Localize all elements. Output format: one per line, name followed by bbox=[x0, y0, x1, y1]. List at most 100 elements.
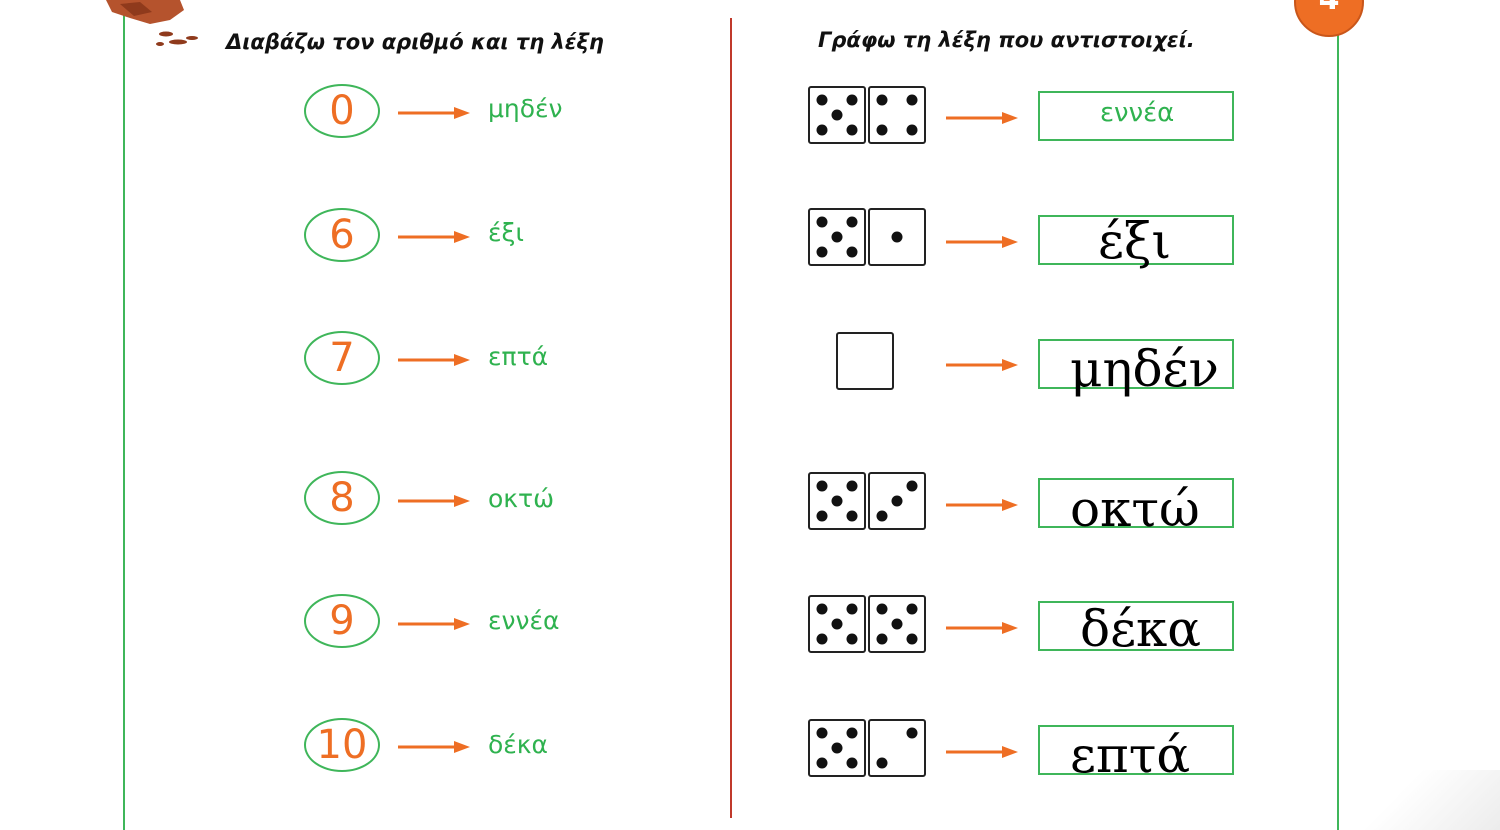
domino-pip bbox=[816, 633, 828, 645]
answer-handwritten: μηδέν bbox=[1070, 340, 1219, 398]
domino-pip bbox=[891, 231, 903, 243]
domino bbox=[808, 595, 926, 653]
domino-pip bbox=[846, 510, 858, 522]
number-word: έξι bbox=[488, 218, 524, 247]
domino-pip bbox=[891, 618, 903, 630]
domino-pip bbox=[816, 216, 828, 228]
page-shadow bbox=[1330, 770, 1500, 830]
arrow-right-icon bbox=[398, 618, 470, 630]
domino-half-left bbox=[808, 208, 866, 266]
domino-pip bbox=[906, 480, 918, 492]
domino-pip bbox=[846, 246, 858, 258]
left-heading: Διαβάζω τον αριθμό και τη λέξη bbox=[226, 30, 604, 54]
number-oval: 6 bbox=[304, 208, 380, 262]
domino-pip bbox=[906, 727, 918, 739]
domino-half-left bbox=[808, 86, 866, 144]
answer-box[interactable] bbox=[1038, 339, 1234, 389]
right-heading: Γράφω τη λέξη που αντιστοιχεί. bbox=[818, 28, 1195, 52]
number-oval: 8 bbox=[304, 471, 380, 525]
number-label: 8 bbox=[329, 475, 355, 521]
domino-half-left bbox=[836, 332, 894, 390]
arrow-right-icon bbox=[398, 107, 470, 119]
domino-pip bbox=[816, 480, 828, 492]
domino-pip bbox=[876, 603, 888, 615]
domino-pip bbox=[831, 495, 843, 507]
arrow-right-icon bbox=[398, 495, 470, 507]
arrow-right-icon bbox=[398, 741, 470, 753]
domino-pip bbox=[876, 124, 888, 136]
arrow-right-icon bbox=[946, 499, 1018, 511]
answer-box[interactable] bbox=[1038, 725, 1234, 775]
arrow-right-icon bbox=[946, 112, 1018, 124]
domino-pip bbox=[816, 510, 828, 522]
answer-box[interactable] bbox=[1038, 478, 1234, 528]
domino-pip bbox=[816, 246, 828, 258]
number-label: 10 bbox=[316, 722, 368, 768]
domino-pip bbox=[846, 633, 858, 645]
number-label: 0 bbox=[329, 88, 355, 134]
domino-half-left bbox=[808, 719, 866, 777]
domino-half-left bbox=[808, 472, 866, 530]
domino-pip bbox=[906, 603, 918, 615]
domino-pip bbox=[816, 124, 828, 136]
answer-handwritten: έξι bbox=[1098, 212, 1172, 270]
domino-pip bbox=[816, 603, 828, 615]
number-oval: 10 bbox=[304, 718, 380, 772]
answer-box[interactable] bbox=[1038, 601, 1234, 651]
domino-pip bbox=[846, 124, 858, 136]
domino-half-right bbox=[868, 208, 926, 266]
number-oval: 0 bbox=[304, 84, 380, 138]
domino-pip bbox=[846, 757, 858, 769]
answer-box[interactable] bbox=[1038, 215, 1234, 265]
number-label: 7 bbox=[329, 335, 355, 381]
domino-pip bbox=[876, 510, 888, 522]
page-number-badge: 4 bbox=[1294, 0, 1364, 37]
domino-pip bbox=[846, 480, 858, 492]
arrow-right-icon bbox=[946, 236, 1018, 248]
arrow-right-icon bbox=[946, 622, 1018, 634]
domino-half-right bbox=[868, 472, 926, 530]
domino-pip bbox=[906, 633, 918, 645]
page-number: 4 bbox=[1319, 0, 1340, 17]
domino-pip bbox=[831, 109, 843, 121]
domino-pip bbox=[876, 633, 888, 645]
answer-handwritten: δέκα bbox=[1080, 600, 1202, 658]
center-divider bbox=[730, 18, 732, 818]
number-label: 6 bbox=[329, 212, 355, 258]
arrow-right-icon bbox=[398, 231, 470, 243]
number-oval: 9 bbox=[304, 594, 380, 648]
arrow-right-icon bbox=[946, 359, 1018, 371]
domino-half-right bbox=[868, 86, 926, 144]
domino-pip bbox=[831, 231, 843, 243]
domino-pip bbox=[831, 742, 843, 754]
answer-printed: εννέα bbox=[1100, 98, 1175, 128]
domino-pip bbox=[816, 94, 828, 106]
number-oval: 7 bbox=[304, 331, 380, 385]
domino-half-right bbox=[868, 719, 926, 777]
domino-pip bbox=[816, 757, 828, 769]
number-word: δέκα bbox=[488, 730, 549, 759]
answer-box[interactable] bbox=[1038, 91, 1234, 141]
number-word: εννέα bbox=[488, 606, 560, 635]
number-word: οκτώ bbox=[488, 484, 555, 513]
domino-pip bbox=[846, 603, 858, 615]
domino-pip bbox=[816, 727, 828, 739]
right-margin-rule bbox=[1337, 0, 1339, 830]
left-margin-rule bbox=[123, 0, 125, 830]
domino-half-right bbox=[868, 595, 926, 653]
domino bbox=[808, 719, 926, 777]
number-label: 9 bbox=[329, 598, 355, 644]
domino bbox=[808, 86, 926, 144]
number-word: μηδέν bbox=[488, 94, 563, 123]
arrow-right-icon bbox=[946, 746, 1018, 758]
domino bbox=[808, 208, 926, 266]
domino-pip bbox=[906, 124, 918, 136]
domino-pip bbox=[891, 495, 903, 507]
number-word: επτά bbox=[488, 342, 549, 371]
answer-handwritten: οκτώ bbox=[1070, 480, 1200, 538]
domino-pip bbox=[831, 618, 843, 630]
domino-pip bbox=[846, 94, 858, 106]
domino bbox=[836, 332, 894, 390]
domino-half-left bbox=[808, 595, 866, 653]
pebbles-decoration bbox=[106, 0, 198, 46]
